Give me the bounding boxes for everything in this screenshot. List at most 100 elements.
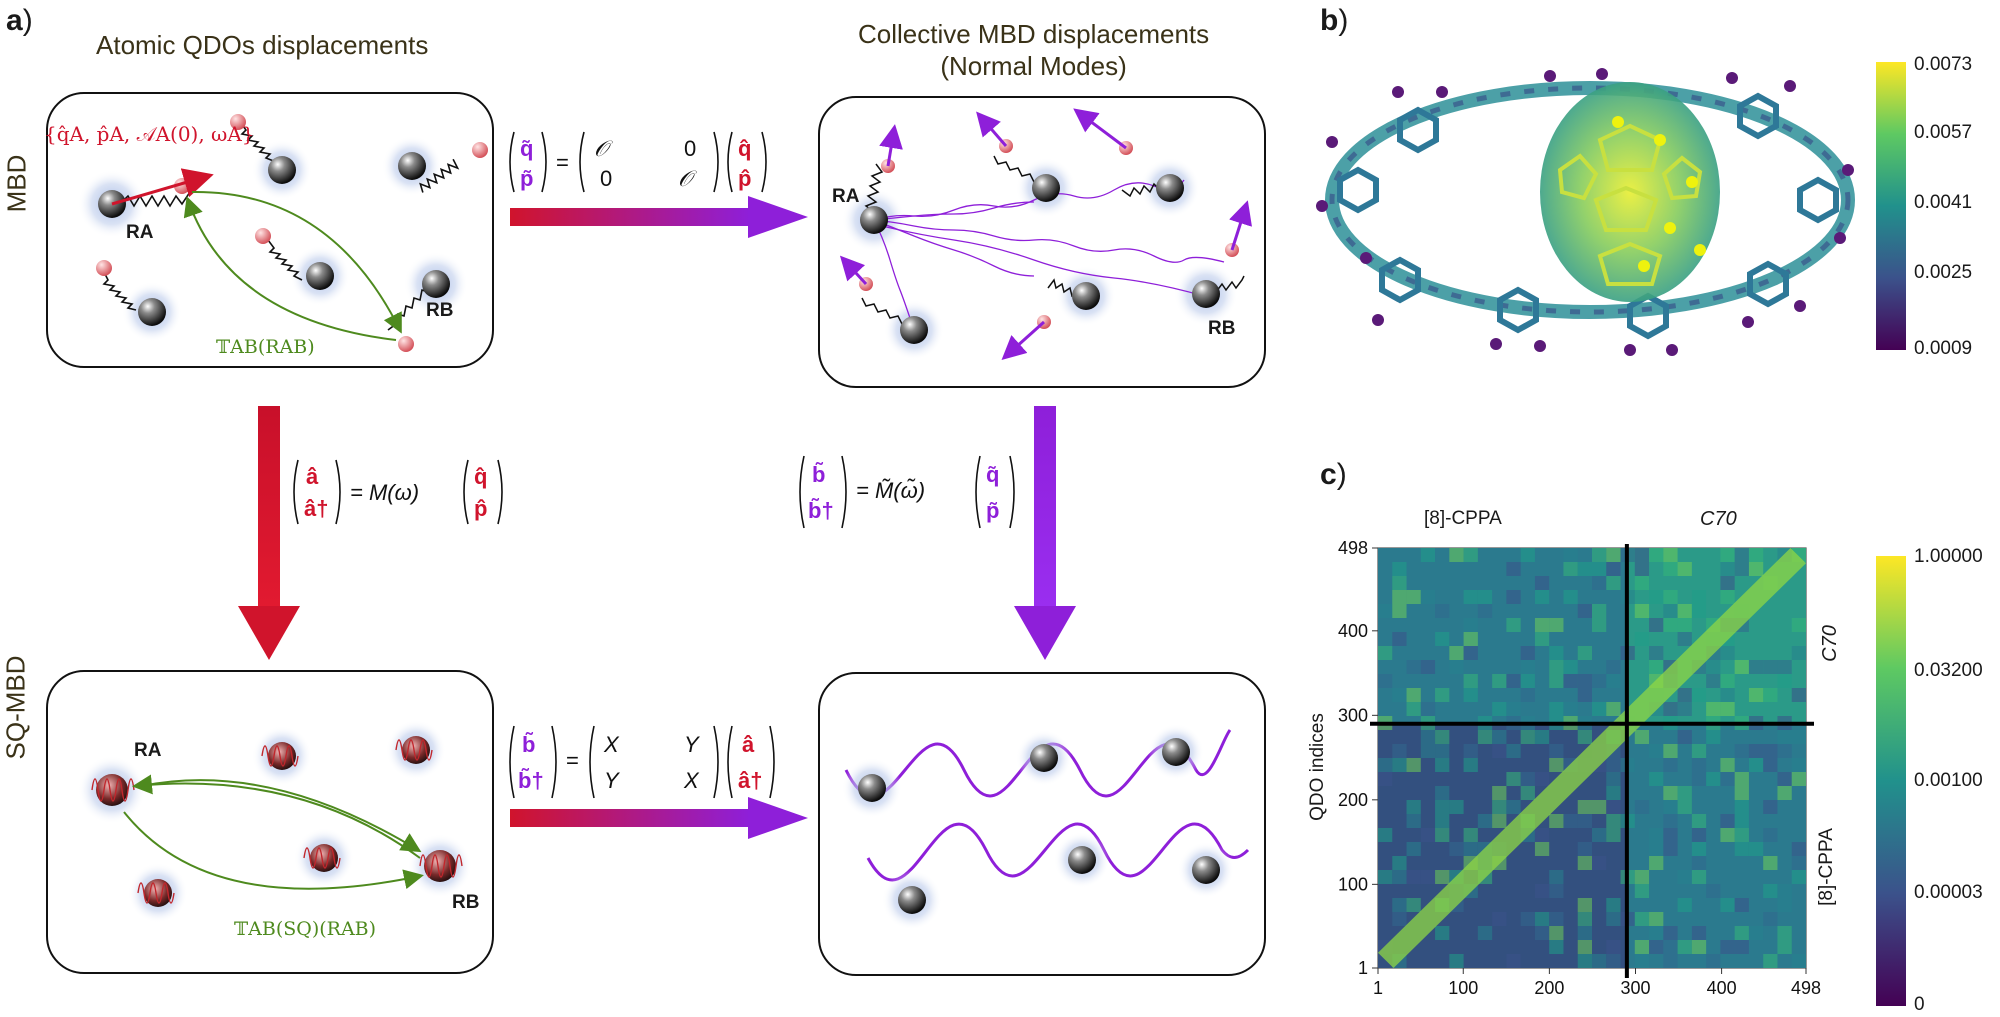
heatmap-cell — [1506, 674, 1521, 688]
heatmap-cell — [1634, 800, 1650, 814]
heatmap-cell — [1549, 870, 1564, 884]
heatmap-cell — [1606, 940, 1621, 954]
heatmap-cell — [1592, 674, 1607, 688]
heatmap-cell — [1734, 548, 1749, 562]
arrow-left-vertical — [238, 406, 300, 660]
heatmap-cell — [1592, 618, 1607, 632]
heatmap-cell — [1378, 674, 1393, 688]
heatmap-cell — [1420, 828, 1436, 842]
heatmap-cell — [1720, 758, 1735, 772]
heatmap-cell — [1791, 772, 1806, 786]
heatmap-cell — [1563, 674, 1578, 688]
heatmap-cell — [1748, 660, 1764, 674]
heatmap-cell — [1549, 814, 1564, 828]
heatmap-cell — [1420, 744, 1436, 758]
heatmap-cell — [1463, 744, 1478, 758]
heatmap-cell — [1378, 870, 1393, 884]
heatmap-cell — [1563, 702, 1578, 716]
heatmap-cell — [1691, 814, 1707, 828]
heatmap-cell — [1748, 562, 1764, 576]
heatmap-cell — [1577, 926, 1592, 940]
heatmap-cell — [1392, 632, 1407, 646]
heatmap-cell — [1649, 856, 1664, 870]
rb-label-normal-modes: RB — [1208, 318, 1236, 339]
heatmap-cell — [1534, 926, 1550, 940]
heatmap-cell — [1677, 786, 1692, 800]
eq4-m11: X — [603, 732, 620, 757]
heatmap-cell — [1435, 688, 1450, 702]
heatmap-cell — [1406, 590, 1421, 604]
heatmap-cell — [1577, 688, 1592, 702]
heatmap-cell — [1734, 660, 1749, 674]
heatmap-cell — [1649, 828, 1664, 842]
heatmap-cell — [1506, 800, 1521, 814]
eq4-lhs-bot: b̃† — [518, 768, 544, 793]
heatmap-cell — [1392, 912, 1407, 926]
heatmap-cell — [1392, 604, 1407, 618]
heatmap-cell — [1534, 912, 1550, 926]
ra-label-normal-modes: RA — [832, 186, 860, 207]
heatmap-cell — [1577, 856, 1592, 870]
heatmap-cell — [1706, 730, 1721, 744]
heatmap-cell — [1420, 702, 1436, 716]
panel-a-letter: a) — [6, 4, 33, 37]
heatmap-cell — [1777, 884, 1792, 898]
heatmap-cell — [1606, 702, 1621, 716]
heatmap-cell — [1791, 758, 1806, 772]
heatmap-cell — [1691, 940, 1707, 954]
heatmap-cell — [1392, 758, 1407, 772]
heatmap-cell — [1634, 940, 1650, 954]
heatmap-cell — [1420, 870, 1436, 884]
heatmap-cell — [1520, 786, 1535, 800]
heatmap-cell — [1549, 758, 1564, 772]
eq2-rhs-top: q̂ — [474, 464, 487, 489]
heatmap-cell — [1492, 744, 1507, 758]
heatmap-cell — [1378, 772, 1393, 786]
heatmap-cell — [1549, 674, 1564, 688]
heatmap-cell — [1577, 814, 1592, 828]
heatmap-cell — [1677, 940, 1692, 954]
heatmap-cell — [1663, 618, 1678, 632]
heatmap-cell — [1649, 926, 1664, 940]
heatmap-cell — [1534, 576, 1550, 590]
heatmap-cell — [1378, 828, 1393, 842]
heatmap-cell — [1592, 828, 1607, 842]
equation-bogoliubov: b̃ b̃† = X Y Y X â â† — [508, 722, 808, 810]
heatmap-cell — [1720, 898, 1735, 912]
heatmap-cell — [1420, 548, 1436, 562]
heatmap-cell — [1706, 772, 1721, 786]
heatmap-cell — [1577, 562, 1592, 576]
heatmap-cell — [1392, 688, 1407, 702]
heatmap-cell — [1748, 548, 1764, 562]
heatmap-cell — [1720, 674, 1735, 688]
heatmap-cell — [1663, 758, 1678, 772]
heatmap-cell — [1463, 688, 1478, 702]
heatmap-cell — [1706, 954, 1721, 968]
heatmap-cell — [1748, 688, 1764, 702]
y-tick-label: 100 — [1338, 874, 1368, 894]
heatmap-cell — [1592, 548, 1607, 562]
heatmap-cell — [1706, 702, 1721, 716]
heatmap-cell — [1463, 758, 1478, 772]
heatmap-cell — [1606, 814, 1621, 828]
heatmap-cell — [1720, 688, 1735, 702]
heatmap-cell — [1663, 604, 1678, 618]
heatmap-cell — [1734, 842, 1749, 856]
equation-ladder-operators: â â† = M(ω) q̂ p̂ — [292, 456, 532, 536]
eq2-lhs-top: â — [306, 464, 319, 489]
sq-normal-modes — [842, 724, 1250, 930]
heatmap-cell — [1592, 562, 1607, 576]
heatmap-cell — [1520, 660, 1535, 674]
heatmap-cell — [1534, 884, 1550, 898]
heatmap-cell — [1606, 576, 1621, 590]
heatmap-cell — [1420, 660, 1436, 674]
heatmap-cell — [1649, 842, 1664, 856]
heatmap-cell — [1791, 842, 1806, 856]
eq3-rhs-bot: p̃ — [986, 498, 999, 523]
heatmap-cell — [1406, 870, 1421, 884]
heatmap-cell — [1534, 590, 1550, 604]
heatmap-cell — [1677, 730, 1692, 744]
heatmap-cell — [1577, 646, 1592, 660]
heatmap-cell — [1563, 590, 1578, 604]
